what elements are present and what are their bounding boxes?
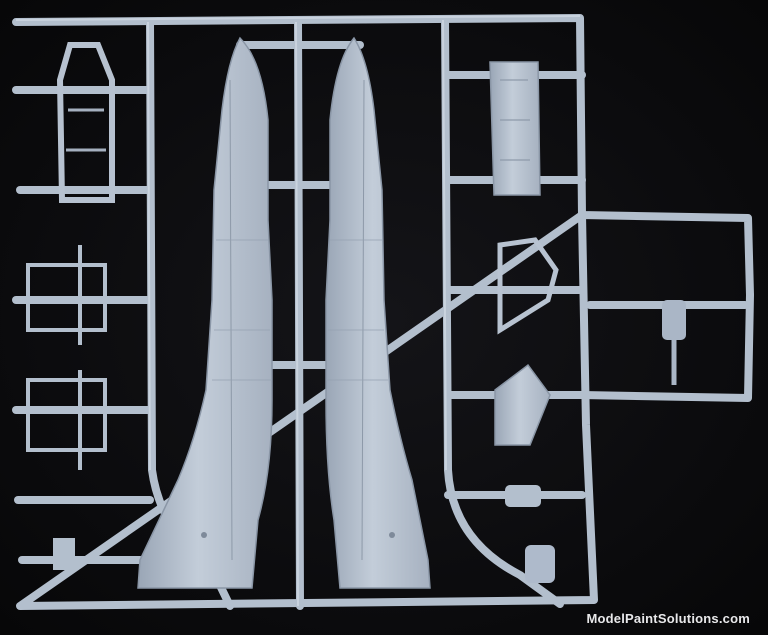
fuselage-right-half [325, 36, 431, 589]
cockpit-tub [56, 42, 115, 203]
fuselage-left-half [137, 36, 273, 589]
ejection-seat [662, 300, 686, 385]
engine-part [489, 61, 541, 196]
sprue-frame [12, 14, 754, 610]
canopy-parts [494, 237, 559, 583]
small-parts-left [26, 245, 107, 570]
watermark: ModelPaintSolutions.com [586, 611, 750, 626]
